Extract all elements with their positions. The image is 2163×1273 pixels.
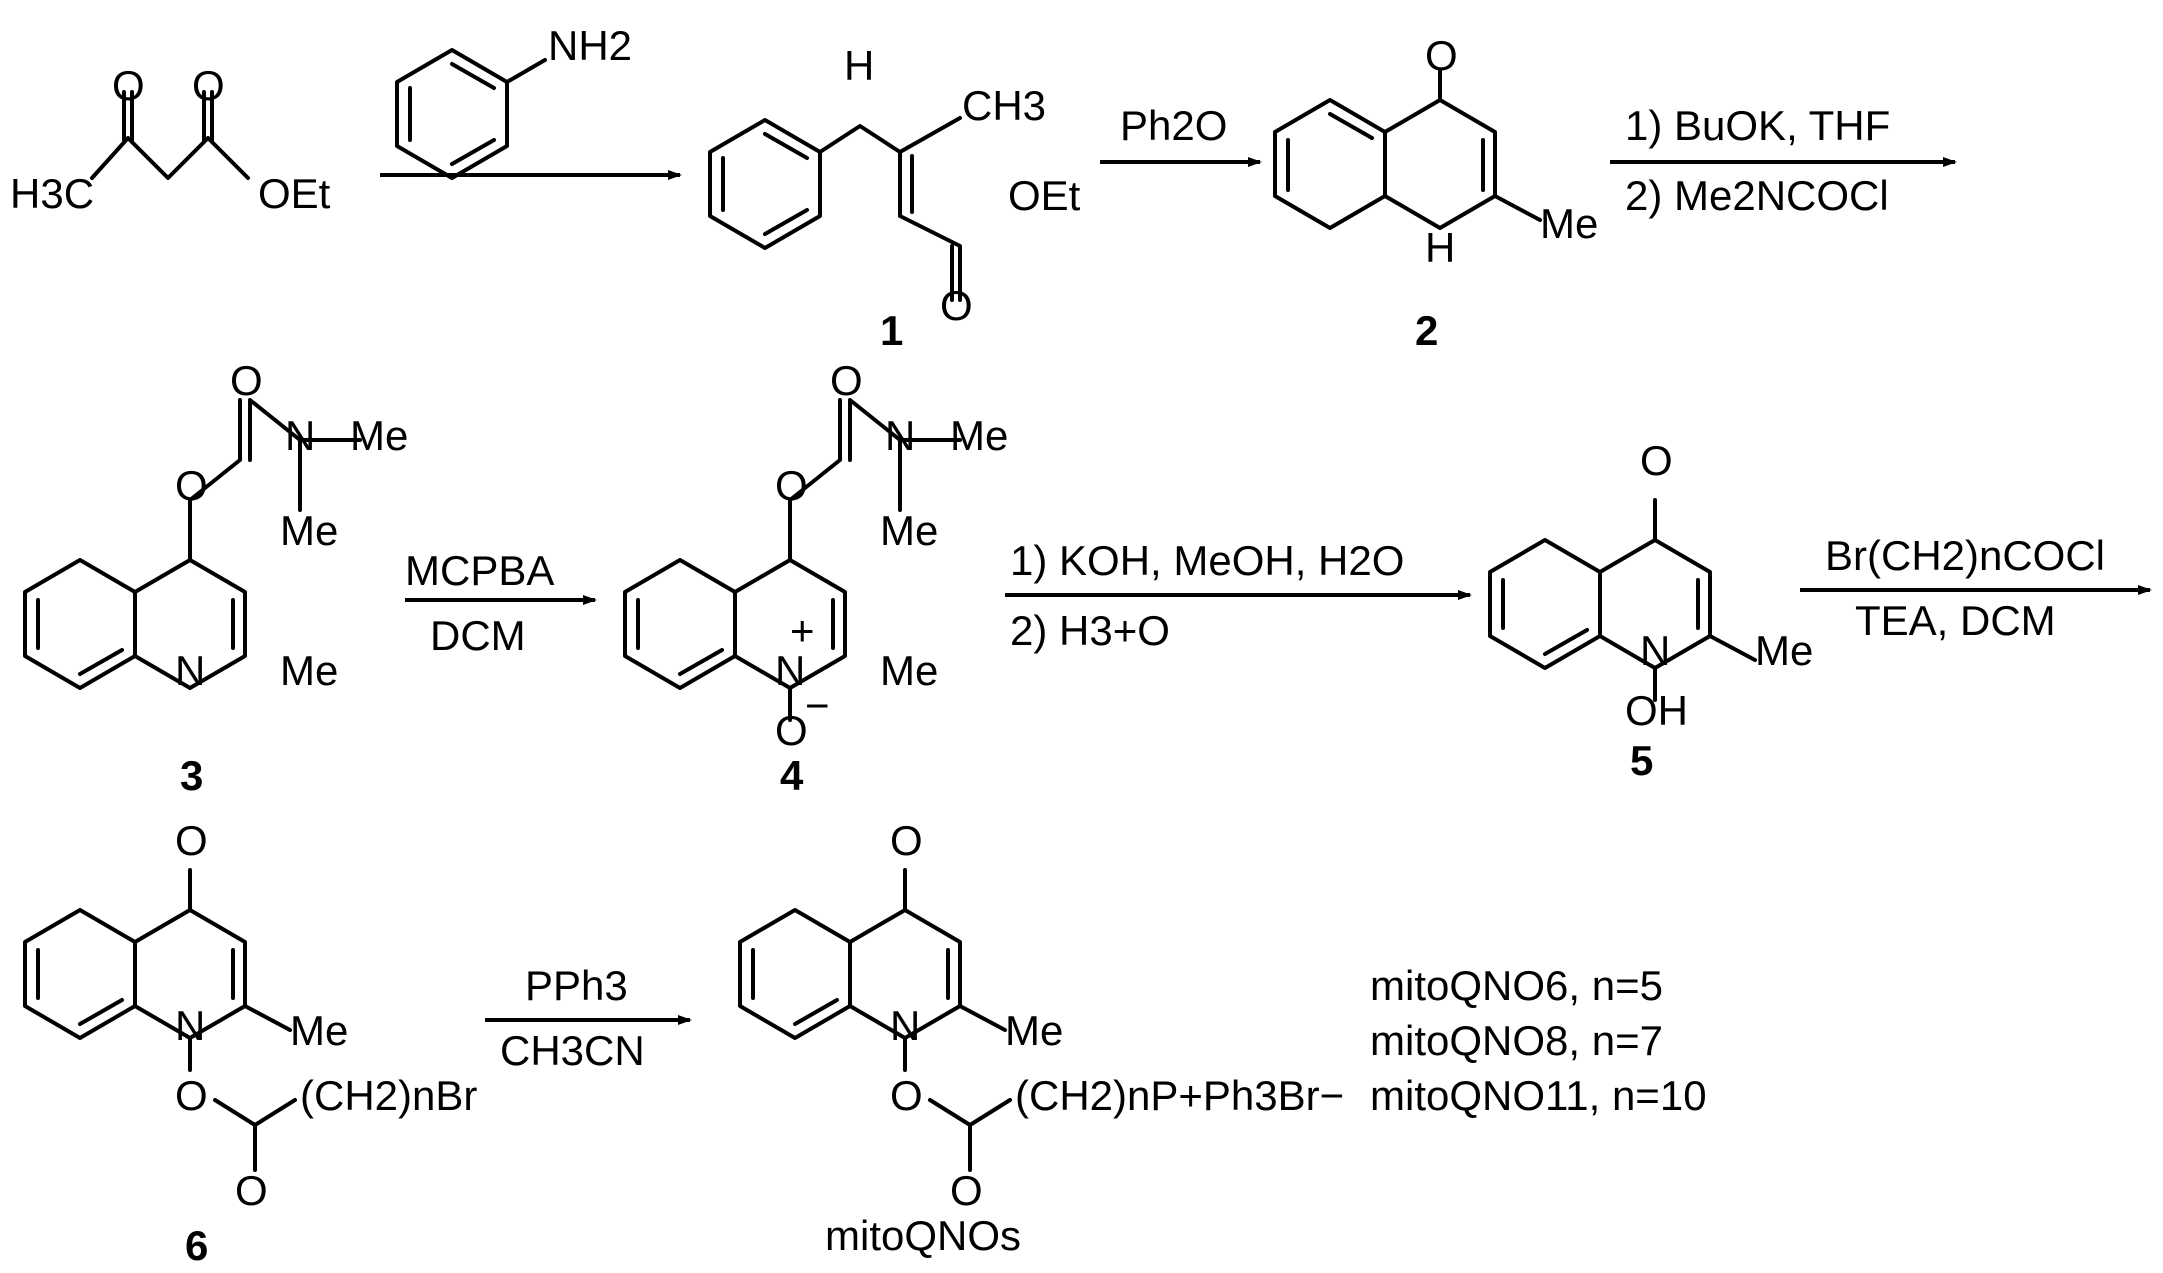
- n-oxide-o-label: O: [775, 707, 808, 754]
- compound-1: H CH3 OEt O 1: [708, 42, 1081, 354]
- product-name: mitoQNOs: [825, 1212, 1021, 1259]
- me-label: Me: [1755, 627, 1813, 674]
- carbonyl-o-label: O: [890, 817, 923, 864]
- carbonyl-o-label: O: [112, 62, 145, 109]
- carbonyl-o-label: O: [1640, 437, 1673, 484]
- plus-charge: +: [790, 607, 815, 654]
- reagent-ph2o: Ph2O: [1120, 102, 1227, 149]
- ester-o-label: O: [175, 1072, 208, 1119]
- me-label: Me: [1005, 1007, 1063, 1054]
- nh2-label: NH2: [548, 22, 632, 69]
- variant-list: mitoQNO6, n=5 mitoQNO8, n=7 mitoQNO11, n…: [1370, 962, 1707, 1119]
- ethyl-acetoacetate: H3C O O OEt: [10, 62, 331, 217]
- carbonyl-o-label: O: [940, 282, 973, 329]
- compound-5-number: 5: [1630, 737, 1653, 784]
- ester-o-label: O: [175, 462, 208, 509]
- ester-o-label: O: [775, 462, 808, 509]
- compound-5: O N Me OH 5: [1488, 437, 1813, 784]
- me-label: Me: [290, 1007, 348, 1054]
- n-label: N: [1640, 627, 1670, 674]
- me-label: Me: [1540, 200, 1598, 247]
- compound-6-number: 6: [185, 1222, 208, 1269]
- oet-label: OEt: [1008, 172, 1081, 219]
- ring-n-label: N: [175, 647, 205, 694]
- oh-label: OH: [1625, 687, 1688, 734]
- carbonyl-o-label: O: [230, 357, 263, 404]
- carbonyl-o2-label: O: [950, 1167, 983, 1214]
- me-label-3: Me: [280, 647, 338, 694]
- reagent-tea-dcm: TEA, DCM: [1855, 597, 2056, 644]
- me-label-3: Me: [880, 647, 938, 694]
- mitoqnos-product: O N Me O (CH2)nP+Ph3Br− O mitoQNOs: [738, 817, 1344, 1259]
- compound-3: O O N Me Me N Me 3: [23, 357, 408, 799]
- variant-item: mitoQNO8, n=7: [1370, 1017, 1663, 1064]
- compound-6: O N Me O (CH2)nBr O 6: [23, 817, 477, 1269]
- compound-2-number: 2: [1415, 307, 1438, 354]
- chain-label: (CH2)nBr: [300, 1072, 477, 1119]
- variant-item: mitoQNO11, n=10: [1370, 1072, 1707, 1119]
- ester-o-label: O: [192, 62, 225, 109]
- reagent-koh: 1) KOH, MeOH, H2O: [1010, 537, 1404, 584]
- aniline: NH2: [395, 22, 632, 180]
- reagent-buok: 1) BuOK, THF: [1625, 102, 1890, 149]
- carbonyl-o-label: O: [830, 357, 863, 404]
- reagent-pph3: PPh3: [525, 962, 628, 1009]
- n-label: N: [285, 412, 315, 459]
- ring-n-label: N: [775, 647, 805, 694]
- minus-charge: −: [805, 682, 830, 729]
- compound-1-number: 1: [880, 307, 903, 354]
- n-label: N: [885, 412, 915, 459]
- reagent-dcm: DCM: [430, 612, 526, 659]
- me-label-1: Me: [350, 412, 408, 459]
- reagent-acyl-chloride: Br(CH2)nCOCl: [1825, 532, 2105, 579]
- ch3-label: CH3: [962, 82, 1046, 129]
- me-label-1: Me: [950, 412, 1008, 459]
- n-label: N: [175, 1002, 205, 1049]
- reagent-h3o: 2) H3+O: [1010, 607, 1170, 654]
- compound-3-number: 3: [180, 752, 203, 799]
- oet-label: OEt: [258, 170, 331, 217]
- compound-4: O O N Me Me N + Me O − 4: [623, 357, 1008, 799]
- nh-label: H: [1425, 224, 1455, 271]
- me-label-2: Me: [280, 507, 338, 554]
- compound-4-number: 4: [780, 752, 804, 799]
- compound-2: O H Me 2: [1273, 32, 1598, 354]
- me-label-2: Me: [880, 507, 938, 554]
- reagent-mcpba: MCPBA: [405, 547, 554, 594]
- reagent-me2ncocl: 2) Me2NCOCl: [1625, 172, 1889, 219]
- chain-label: (CH2)nP+Ph3Br−: [1015, 1072, 1344, 1119]
- nh-label: H: [844, 42, 874, 89]
- h3c-label: H3C: [10, 170, 94, 217]
- carbonyl-o2-label: O: [235, 1167, 268, 1214]
- ester-o-label: O: [890, 1072, 923, 1119]
- carbonyl-o-label: O: [1425, 32, 1458, 79]
- reagent-ch3cn: CH3CN: [500, 1027, 645, 1074]
- carbonyl-o-label: O: [175, 817, 208, 864]
- variant-item: mitoQNO6, n=5: [1370, 962, 1663, 1009]
- n-label: N: [890, 1002, 920, 1049]
